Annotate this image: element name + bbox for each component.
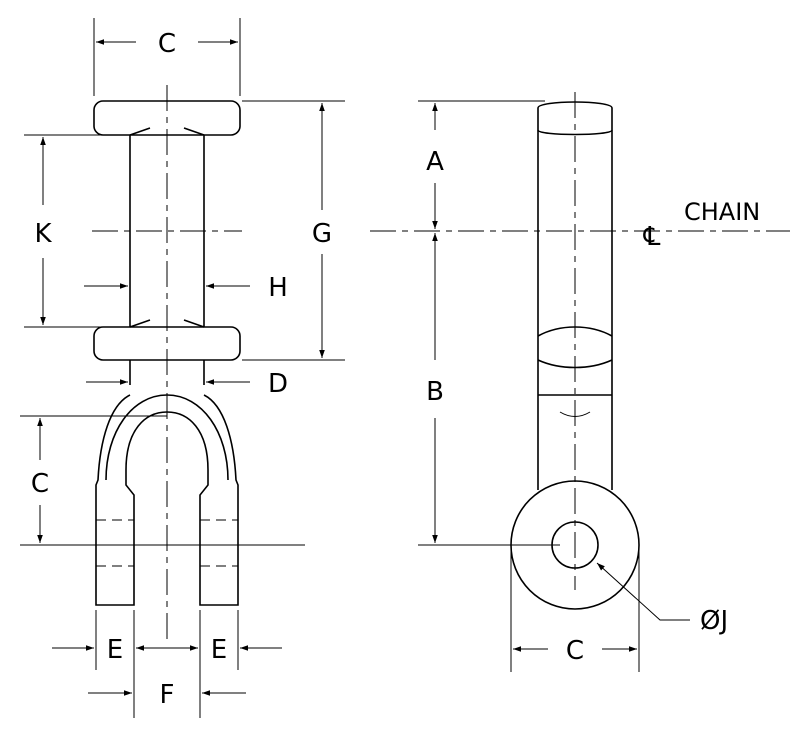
shank — [129, 360, 205, 385]
dim-label-f: F — [160, 680, 175, 710]
dim-label-h: H — [268, 273, 288, 303]
dim-label-g: G — [312, 219, 332, 249]
dim-label-c-bottom-right: C — [566, 636, 584, 666]
dim-label-c-top: C — [158, 29, 176, 59]
dim-label-k: K — [34, 219, 52, 249]
chain-label: CHAIN — [684, 198, 760, 226]
dim-label-c-left: C — [31, 469, 49, 499]
side-shank — [537, 130, 613, 490]
side-view: A B C ØJ ℄ CHAIN — [370, 92, 790, 672]
dim-label-b: B — [426, 377, 444, 407]
dim-label-a: A — [426, 147, 444, 177]
dim-label-j: ØJ — [700, 606, 728, 636]
centerline-symbol: ℄ — [643, 222, 661, 252]
dim-label-d: D — [268, 369, 288, 399]
dim-label-e-left: E — [107, 635, 123, 665]
dim-label-e-right: E — [211, 635, 227, 665]
front-view: C K G H D C E E — [20, 18, 345, 718]
